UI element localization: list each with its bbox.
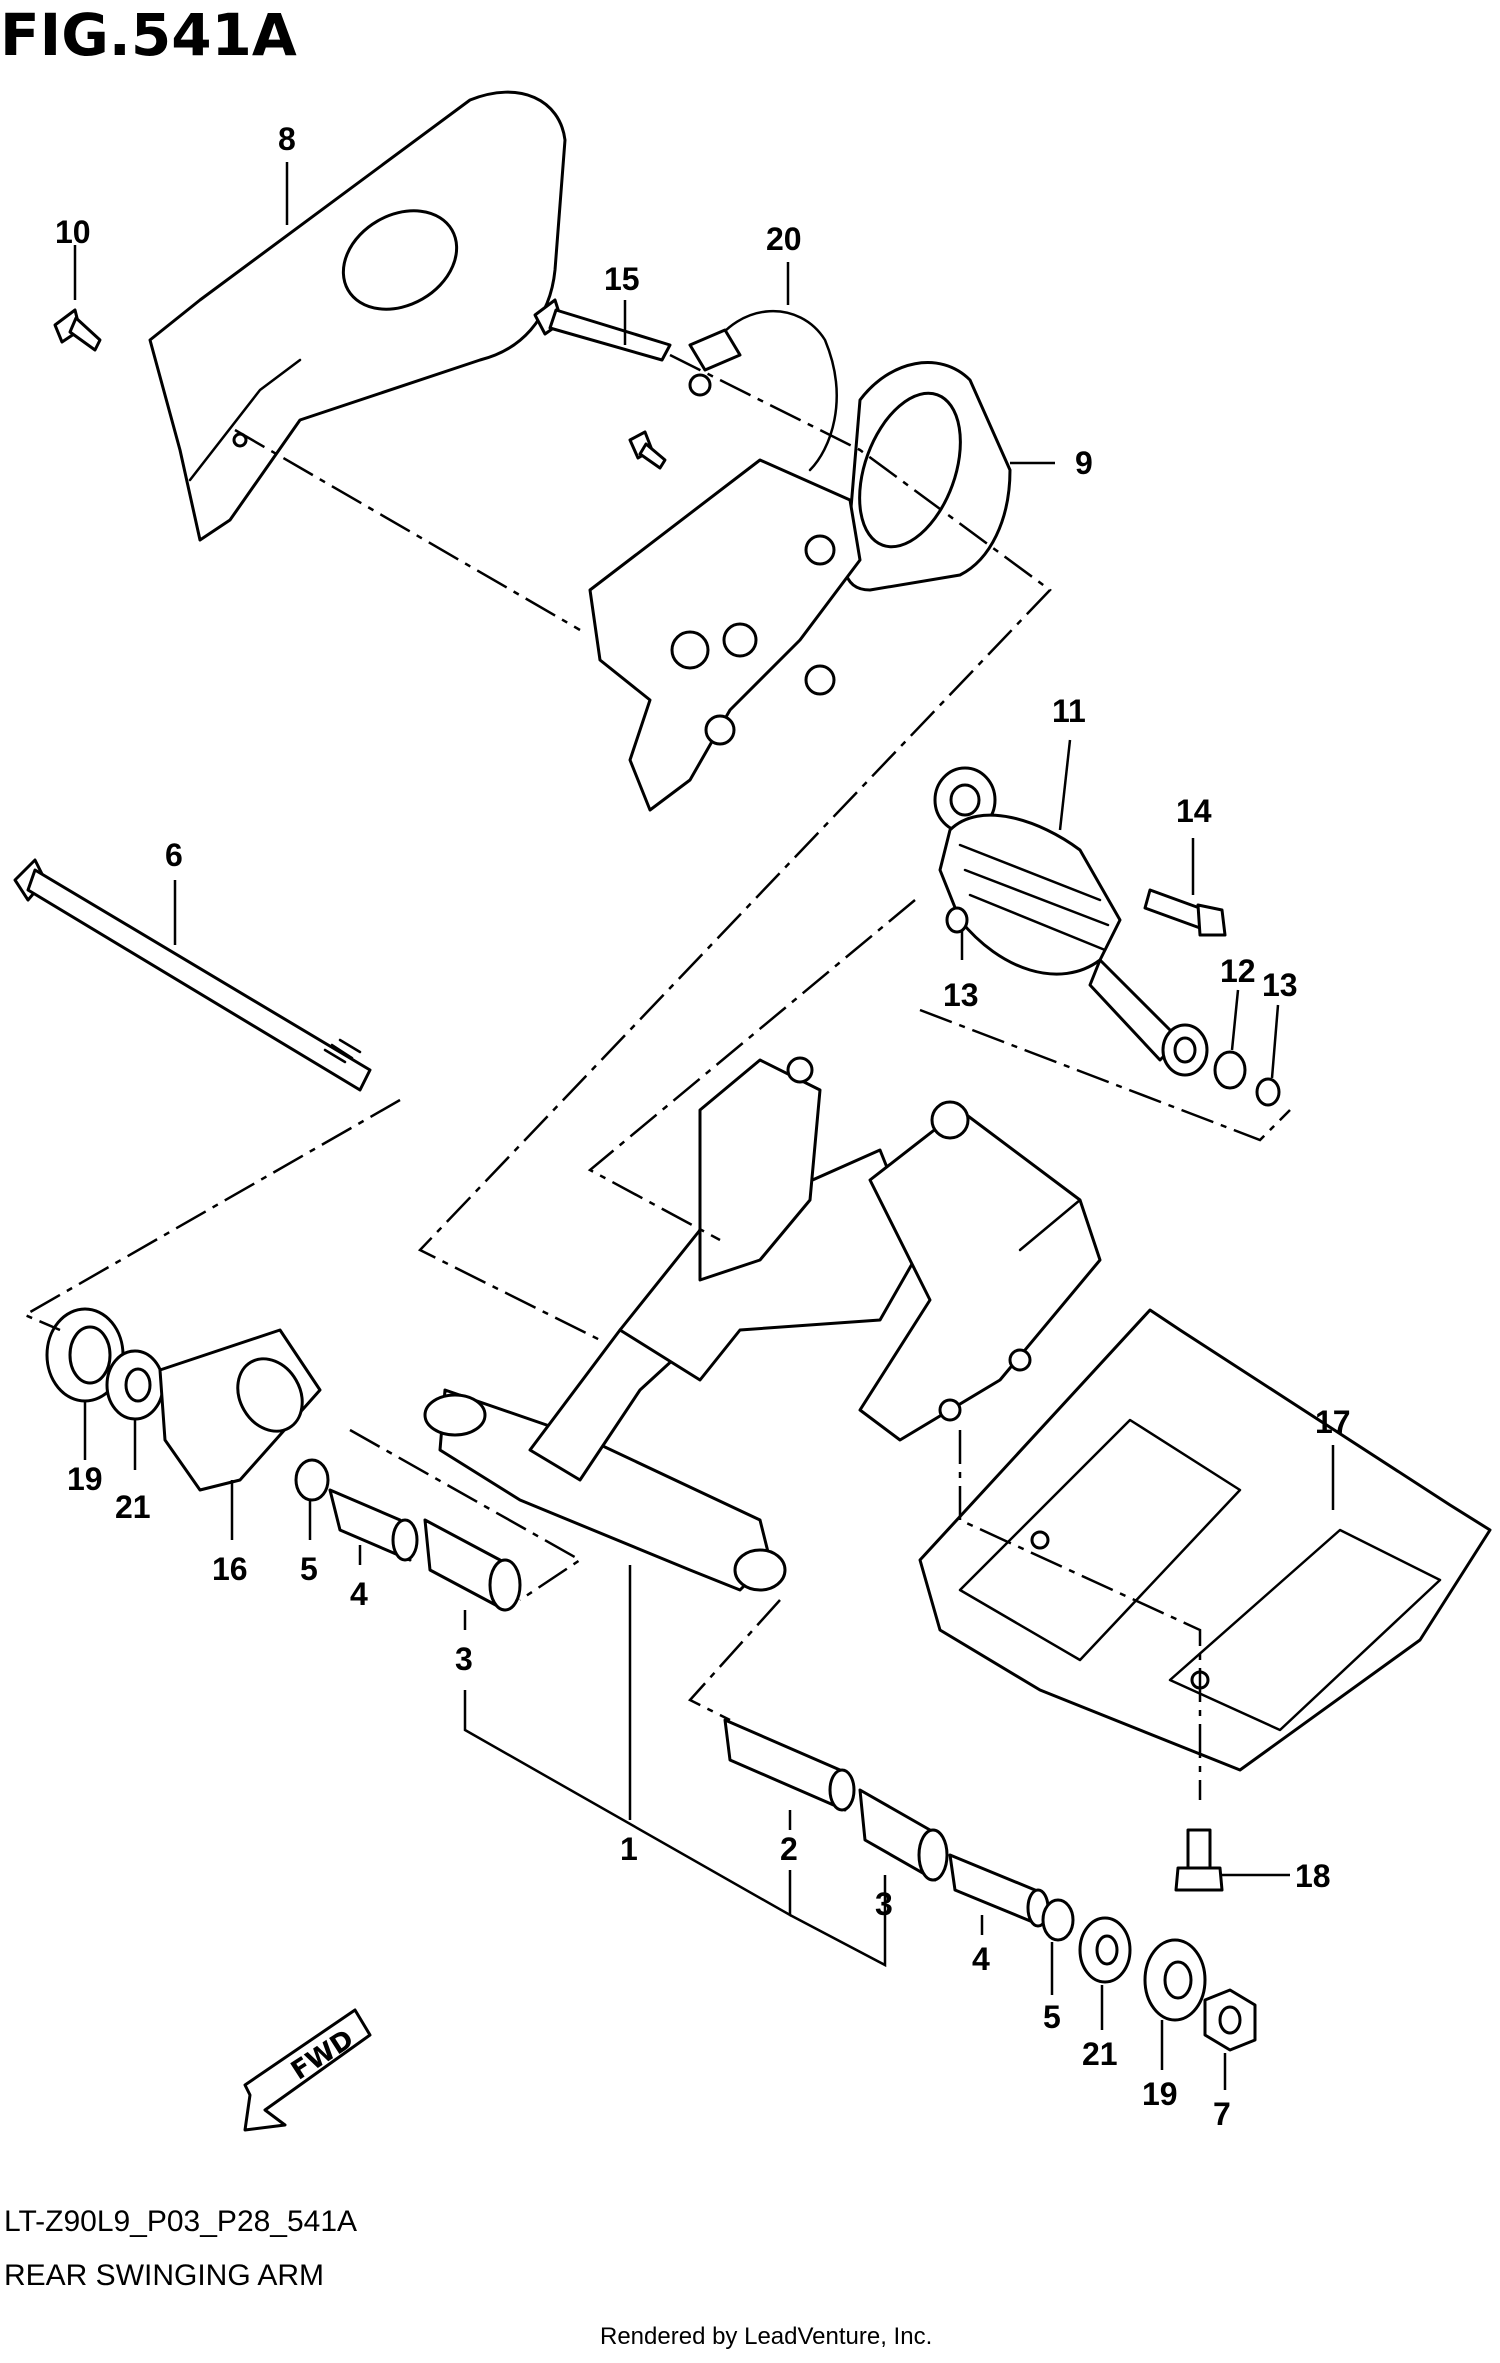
nut-7[interactable] [1203,1988,1257,2052]
alignment-line-shock [587,899,916,1242]
bolt-18[interactable] [1174,1828,1224,1892]
alignment-line-shaft [22,1098,401,1332]
callout-21-right: 21 [1082,2036,1118,2072]
alignment-line-right-bushings [687,1599,781,1722]
callout-21-left: 21 [115,1489,151,1525]
callout-3-left: 3 [455,1641,473,1677]
callout-13-upper: 13 [943,977,979,1013]
lead-lines [73,162,1335,2090]
collar-2[interactable] [723,1718,856,1812]
alignment-line-skid [958,1430,1202,1800]
figure-subtitle: REAR SWINGING ARM [4,2259,325,2292]
callout-12: 12 [1220,953,1256,989]
callout-20: 20 [766,221,802,257]
fwd-arrow-icon: FWD [243,2008,372,2132]
callout-1: 1 [620,1831,638,1867]
swing-arm-1[interactable] [423,1056,1102,1592]
alignment-line-cover [234,428,581,632]
callout-6: 6 [165,837,183,873]
washer-13-lower[interactable] [1255,1077,1281,1107]
callout-13-lower: 13 [1262,967,1298,1003]
bushing-3-right[interactable] [858,1788,949,1882]
callout-19-left: 19 [67,1461,103,1497]
render-credit: Rendered by LeadVenture, Inc. [600,2323,933,2350]
callout-4-right: 4 [972,1941,990,1977]
figure-code: LT-Z90L9_P03_P28_541A [4,2205,358,2238]
callout-18: 18 [1295,1858,1331,1894]
collar-5-left[interactable] [294,1458,330,1502]
washer-21-right[interactable] [1078,1916,1132,1984]
callout-4-left: 4 [350,1576,368,1612]
callout-7: 7 [1213,2096,1231,2132]
callout-3-right: 3 [875,1886,893,1922]
bushing-3-left[interactable] [423,1518,522,1612]
bushing-12[interactable] [1213,1050,1247,1090]
callout-19-right: 19 [1142,2076,1178,2112]
clip-20[interactable] [688,309,838,472]
alignment-line-left-bushings [349,1428,583,1602]
bushing-4-left[interactable] [328,1488,419,1562]
callout-9: 9 [1075,445,1093,481]
callout-11: 11 [1052,693,1086,729]
callout-15: 15 [604,261,640,297]
chain-guard-9[interactable] [840,361,1012,592]
small-bolt[interactable] [628,430,667,470]
bolt-10[interactable] [53,308,102,352]
washer-21-left[interactable] [105,1349,165,1421]
bolt-14[interactable] [1143,888,1227,937]
callout-17: 17 [1315,1404,1351,1440]
washer-13-upper[interactable] [945,906,969,934]
bolt-15[interactable] [533,298,672,362]
callout-8: 8 [278,121,296,157]
bushing-4-right[interactable] [948,1853,1050,1928]
figure-title: FIG.541A [0,1,297,69]
callout-10: 10 [55,214,91,250]
collar-5-right[interactable] [1041,1898,1075,1942]
chain-cover-upper[interactable] [148,90,567,542]
callout-2: 2 [780,1831,798,1867]
callout-5-left: 5 [300,1551,318,1587]
seal-19-right[interactable] [1143,1938,1207,2022]
callout-14: 14 [1176,793,1212,829]
shock-absorber-11[interactable] [933,766,1209,1077]
skid-plate-17[interactable] [918,1308,1492,1772]
callout-16: 16 [212,1551,248,1587]
alignment-line-shock-lower [919,1008,1291,1142]
pivot-shaft-6[interactable] [13,858,372,1092]
cover-bracket [588,458,862,812]
alignment-line-15 [417,353,1052,1342]
cap-16[interactable] [158,1328,322,1492]
callout-5-right: 5 [1043,1999,1061,2035]
